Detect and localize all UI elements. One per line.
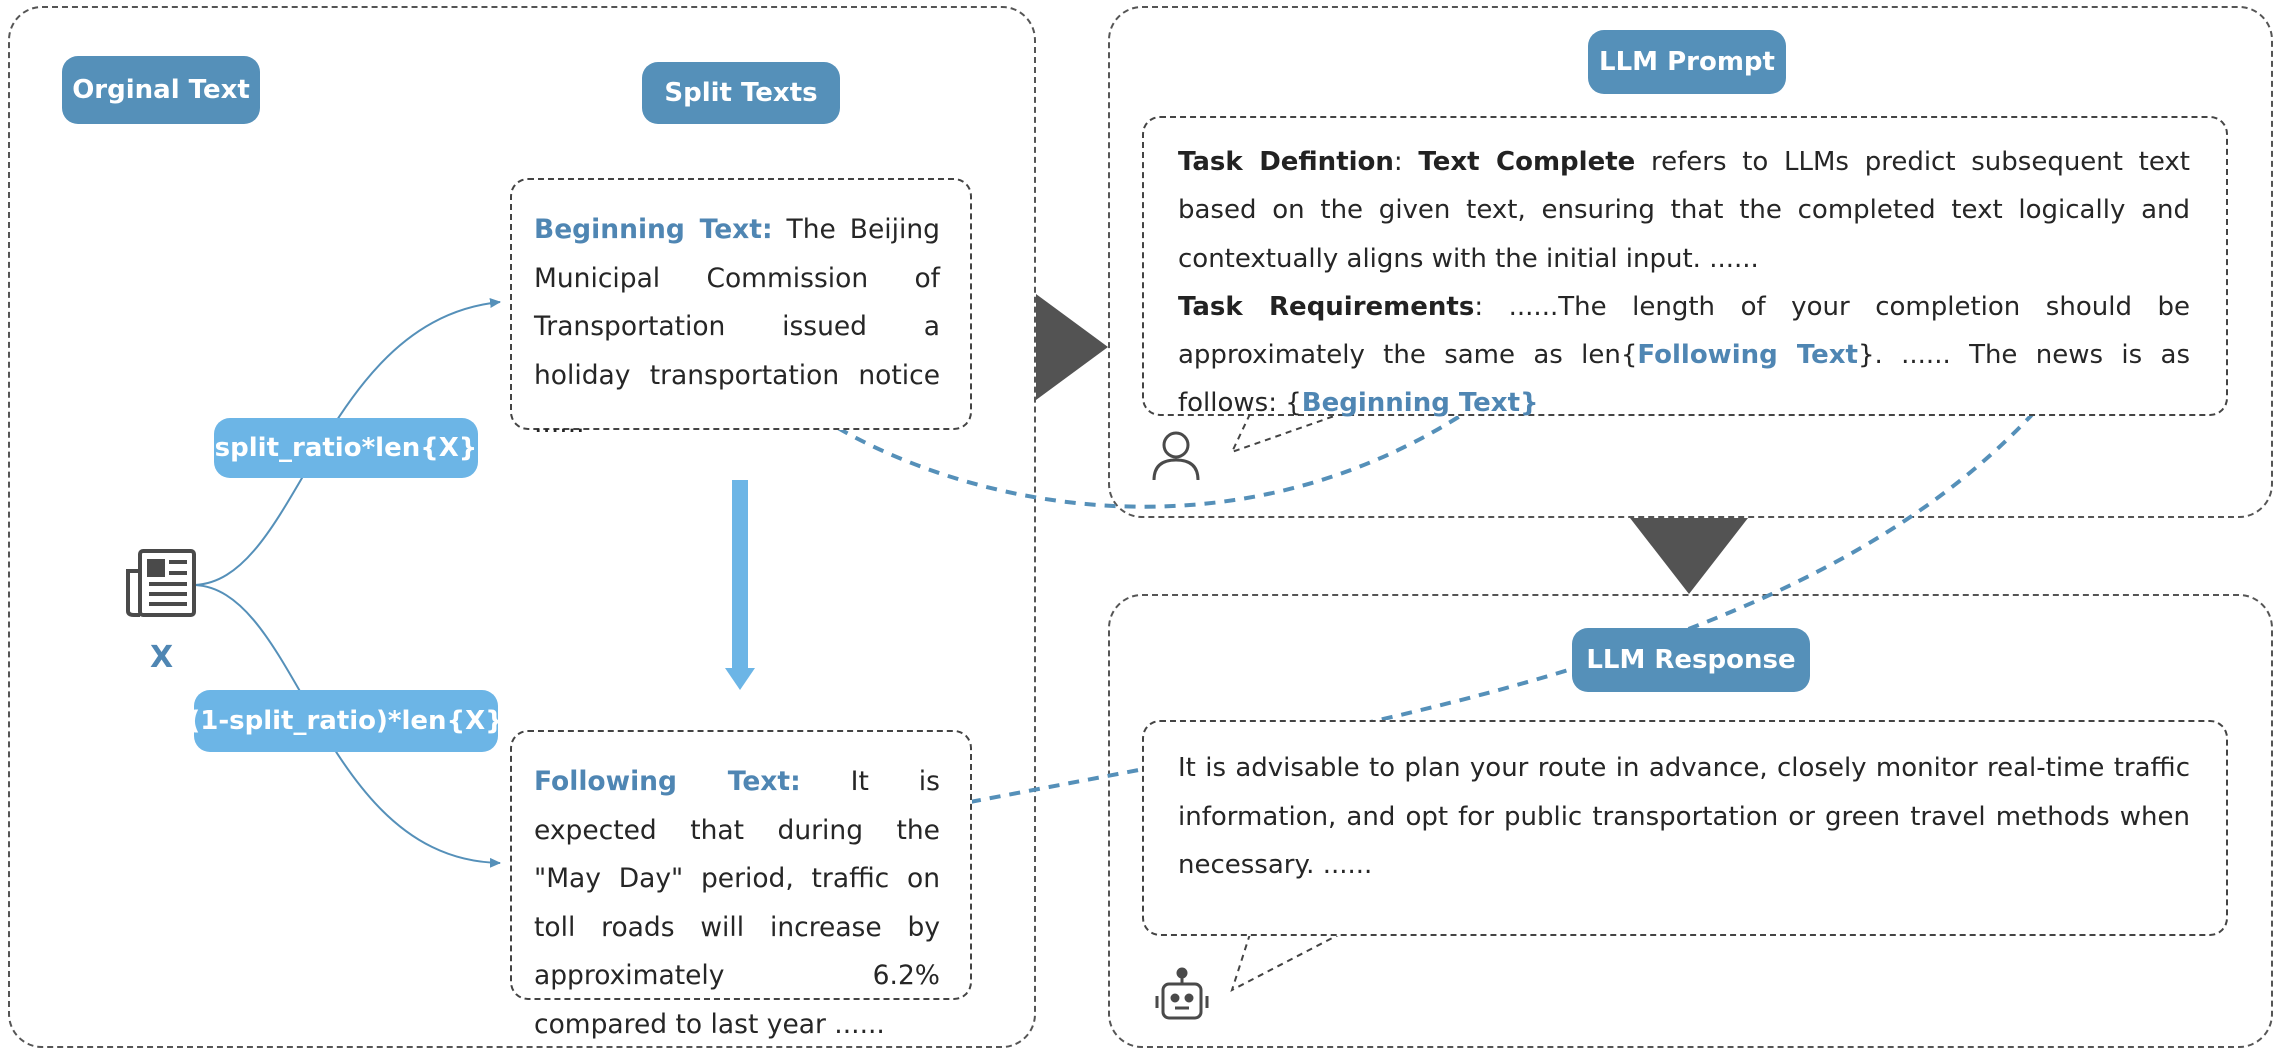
task-definition-colon: : [1393,147,1403,177]
x-label: X [150,640,174,675]
task-definition-label: Task Defintion [1178,147,1394,177]
response-text-box: It is advisable to plan your route in ad… [1142,720,2228,936]
right-triangle-arrow [1036,294,1108,400]
robot-icon [1155,967,1209,1020]
response-panel [1108,594,2273,1048]
response-text: It is advisable to plan your route in ad… [1178,753,2190,881]
task-definition-text: refers to LLMs predict subsequent text b… [1178,147,2191,274]
llm-prompt-label: LLM Prompt [1588,30,1786,94]
task-requirements-text-1: : ......The length of your completion sh… [1178,291,2190,371]
following-text-ref: Following Text [1637,340,1858,371]
user-icon [1152,431,1200,481]
prompt-text-box: Task Defintion: Text Complete refers to … [1142,116,2228,419]
llm-response-label: LLM Response [1572,628,1810,692]
split-texts-label: Split Texts [642,62,840,124]
response-bubble-tail [1230,933,1341,993]
original-text-label: Orginal Text [62,56,260,124]
beginning-text-title: Beginning Text: [534,214,773,245]
split-ratio-label: split_ratio*len{X} [214,418,478,478]
following-text-body: It is expected that during the "May Day"… [534,766,940,1040]
beginning-text-body: The Beijing Municipal Commission of Tran… [534,214,940,439]
down-triangle-arrow [1630,518,1748,594]
beginning-text-ref: Beginning Text} [1301,388,1539,419]
task-requirements-label: Task Requirements [1178,291,1475,322]
task-requirements-text-2: }. ...... The news is as follows: { [1178,340,2190,419]
beginning-text-box: Beginning Text: The Beijing Municipal Co… [510,178,972,439]
rest-ratio-label: (1-split_ratio)*len{X} [188,690,504,752]
newspaper-icon [126,549,196,617]
following-text-title: Following Text: [534,766,801,797]
following-text-box: Following Text: It is expected that duri… [510,730,972,1040]
prompt-panel [1108,6,2273,518]
prompt-bubble-tail [1230,413,1341,454]
down-arrow [725,480,755,690]
text-complete-term: Text Complete [1418,147,1636,177]
left-panel [8,6,1036,1048]
dashed-beginning-to-prompt [837,383,1507,509]
